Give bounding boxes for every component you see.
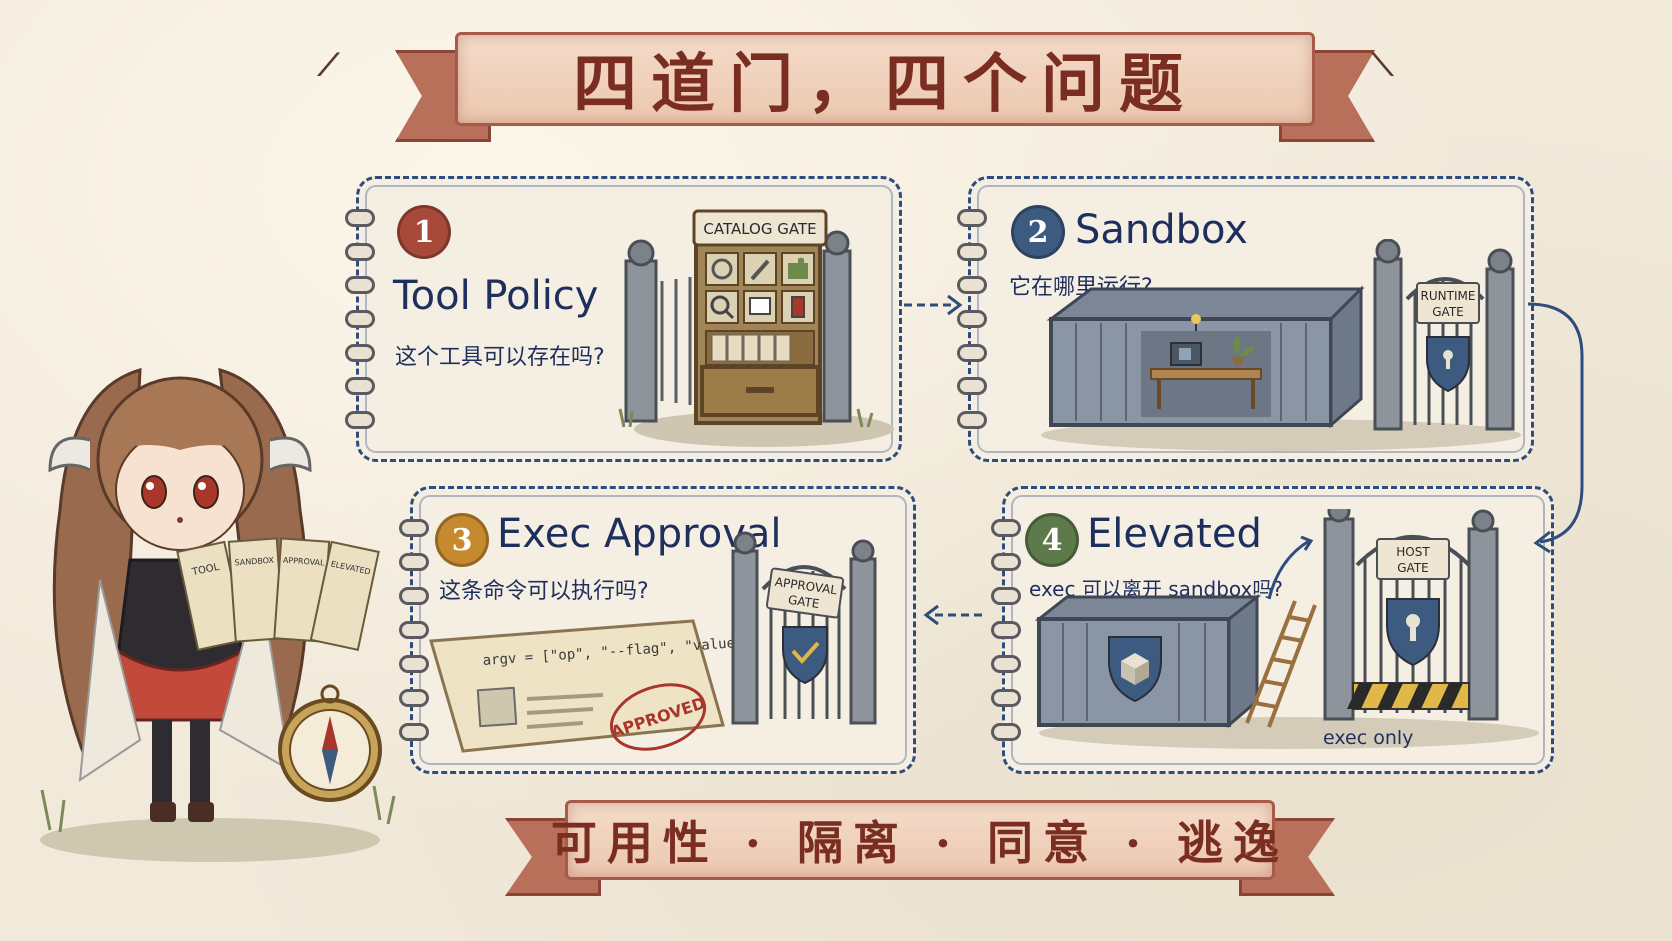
guide-character-illustration: TOOL SANDBOX APPROVAL ELEVATED	[40, 367, 396, 862]
notebook-rings	[991, 519, 1021, 741]
gate-title: Tool Policy	[393, 273, 599, 319]
gate-card-tool-policy: 1 Tool Policy 这个工具可以存在吗? CATALOG GATE	[345, 176, 902, 462]
compass-icon	[278, 684, 382, 802]
host-gate-illustration: HOST GATE	[1034, 509, 1539, 749]
gate-question: 这条命令可以执行吗?	[439, 579, 649, 604]
host-gate-sign-line2: GATE	[1397, 561, 1429, 575]
spark-right-icon: ⟍	[1372, 48, 1393, 83]
runtime-gate: RUNTIME GATE	[1373, 239, 1515, 431]
host-gate: HOST GATE	[1323, 509, 1499, 721]
arrow-4-to-3	[923, 604, 982, 626]
hazard-barrier	[1347, 682, 1470, 710]
summary-text: 可用性 · 隔离 · 同意 · 逃逸	[550, 816, 1290, 870]
approval-gate: APPROVAL GATE	[731, 531, 877, 725]
gate-question: 这个工具可以存在吗?	[395, 345, 605, 370]
page-title: 四道门，四个问题	[573, 47, 1197, 122]
catalog-gate-illustration: CATALOG GATE	[618, 209, 894, 447]
approval-gate-sign-line2: GATE	[787, 593, 820, 611]
arrow-1-to-2	[904, 294, 963, 316]
gate-number-badge: 3	[435, 513, 489, 567]
gate-card-exec-approval: 3 Exec Approval 这条命令可以执行吗? argv = ["op",…	[399, 486, 916, 774]
puzzle-icon	[788, 257, 808, 279]
horn-left-icon	[48, 436, 91, 473]
runtime-gate-sign-line2: GATE	[1432, 305, 1464, 319]
spark-left-icon: ⟋	[318, 48, 339, 83]
notebook-rings	[345, 209, 375, 429]
held-card-sandbox: SANDBOX	[234, 556, 275, 568]
gate-card-elevated: 4 Elevated exec 可以离开 sandbox吗? HOST	[991, 486, 1554, 774]
wrench-icon	[750, 259, 770, 281]
runtime-gate-sign-line1: RUNTIME	[1421, 289, 1476, 303]
card-icon	[749, 297, 771, 315]
horn-right-icon	[269, 436, 312, 473]
magnifier-icon	[710, 295, 735, 320]
ladder-icon	[1245, 600, 1317, 728]
shield-cube-icon	[1108, 636, 1162, 703]
gate-title: Exec Approval	[497, 511, 782, 557]
shield-lock-icon	[1386, 598, 1440, 667]
gear-icon	[711, 258, 733, 280]
held-cards: TOOL SANDBOX APPROVAL ELEVATED	[176, 537, 380, 651]
arrow-2-to-4	[1527, 302, 1584, 554]
approval-ticket-illustration: argv = ["op", "--flag", "value"] APPROVE…	[429, 531, 877, 753]
escape-arrow	[1267, 539, 1310, 600]
thread-spool-icon	[791, 296, 805, 318]
shield-check-icon	[782, 626, 828, 685]
catalog-gate-sign: CATALOG GATE	[703, 220, 816, 238]
user-avatar-icon	[476, 686, 518, 728]
gate-number-badge: 4	[1025, 513, 1079, 567]
held-card-approval: APPROVAL	[283, 556, 326, 568]
gate-number-badge: 1	[397, 205, 451, 259]
exec-only-note: exec only	[1323, 727, 1414, 749]
summary-banner: 可用性 · 隔离 · 同意 · 逃逸	[505, 800, 1335, 896]
sandbox-container-illustration: RUNTIME GATE	[1041, 239, 1521, 451]
notebook-rings	[399, 519, 429, 741]
gate-title: Elevated	[1087, 511, 1262, 557]
banner-ribbon	[565, 800, 1275, 880]
gate-card-sandbox: 2 Sandbox 它在哪里运行? RUNTIME GATE	[957, 176, 1534, 462]
shield-lock-icon	[1426, 336, 1470, 393]
title-banner: 四道门，四个问题	[395, 32, 1375, 142]
banner-ribbon	[455, 32, 1315, 126]
host-gate-sign-line1: HOST	[1396, 545, 1430, 559]
notebook-rings	[957, 209, 987, 429]
gate-number-badge: 2	[1011, 205, 1065, 259]
gate-title: Sandbox	[1075, 207, 1248, 253]
